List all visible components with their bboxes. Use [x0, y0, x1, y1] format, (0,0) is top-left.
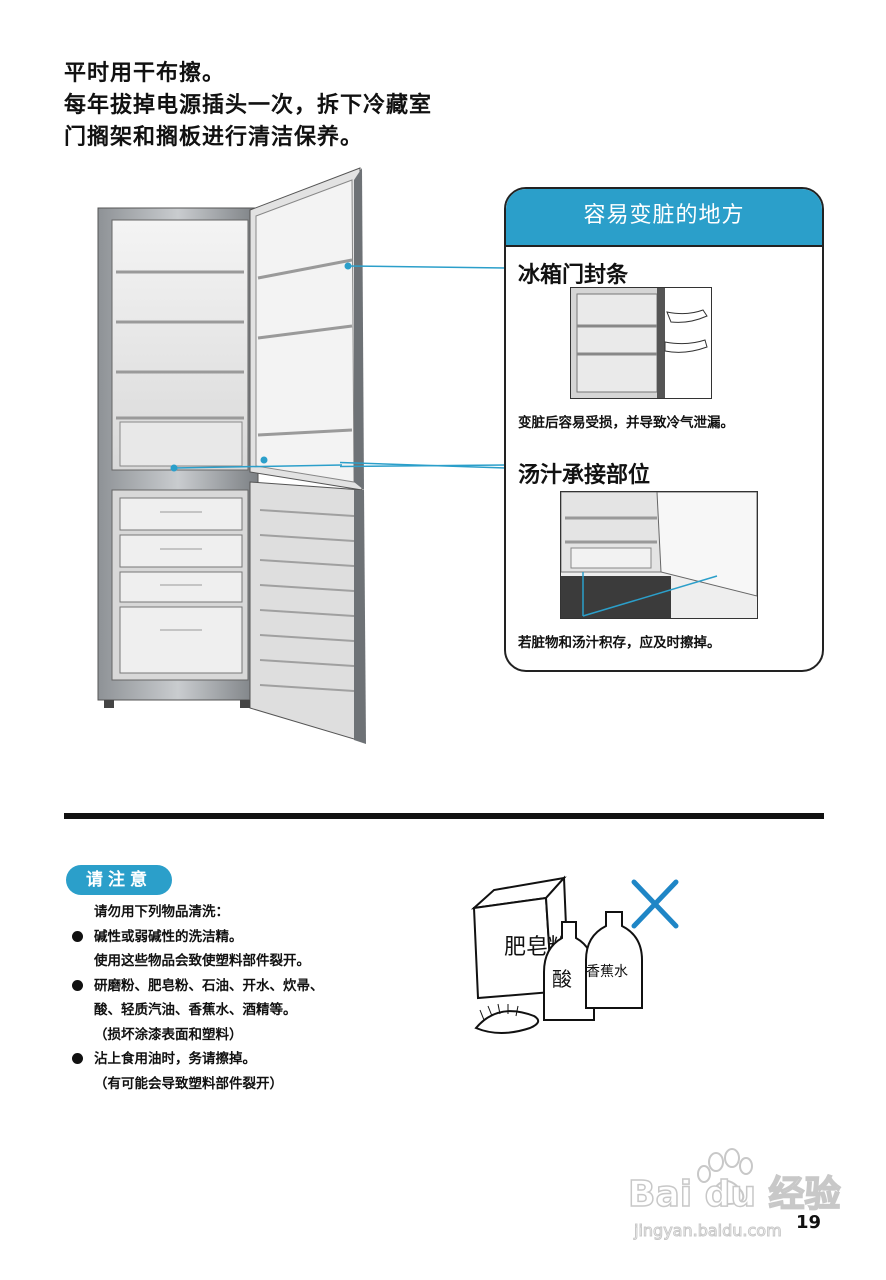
watermark-url: jingyan.baidu.com — [633, 1221, 782, 1240]
notice-list: 请勿用下列物品清洗： 碱性或弱碱性的洗洁精。 使用这些物品会致使塑料部件裂开。 … — [72, 900, 324, 1096]
list-item: 碱性或弱碱性的洗洁精。 — [72, 925, 324, 950]
list-item: 研磨粉、肥皂粉、石油、开水、炊帚、 — [72, 974, 324, 999]
bottle-label-2: 香蕉水 — [586, 964, 628, 980]
intro-line: 平时用干布擦。 — [64, 61, 226, 86]
drip-area-photo — [560, 491, 758, 619]
page-number: 19 — [796, 1212, 822, 1233]
intro-line: 门搁架和搁板进行清洁保养。 — [64, 125, 364, 150]
list-item: （损坏涂漆表面和塑料） — [94, 1026, 243, 1043]
list-item: 使用这些物品会致使塑料部件裂开。 — [94, 953, 310, 969]
section-divider — [64, 813, 824, 819]
bullet-icon — [72, 1053, 83, 1064]
leader-lines-left — [173, 464, 342, 469]
list-item: 酸、轻质汽油、香蕉水、酒精等。 — [94, 1002, 297, 1018]
baidu-watermark: Bai du 经验 jingyan.baidu.com — [627, 1148, 858, 1248]
baidu-paw-logo-icon: Bai du 经验 jingyan.baidu.com — [627, 1148, 841, 1241]
watermark-brand: Bai du 经验 — [628, 1174, 841, 1215]
intro-line: 每年拔掉电源插头一次，拆下冷藏室 — [64, 93, 433, 118]
bullet-icon — [72, 979, 83, 991]
list-item: 沾上食用油时，务请擦掉。 — [72, 1047, 324, 1072]
door-seal-photo — [570, 287, 712, 399]
prohibited-cross-icon — [631, 879, 679, 929]
notice-intro: 请勿用下列物品清洗： — [94, 904, 229, 920]
dirty-spots-panel: 容易变脏的地方 冰箱门封条 变脏后容易受损，并导致冷气泄漏。 汤汁承接部位 若脏… — [504, 187, 824, 672]
fridge-illustration — [97, 167, 366, 744]
spot-title-drip-area: 汤汁承接部位 — [518, 463, 651, 488]
spot-title-door-seal: 冰箱门封条 — [518, 263, 629, 288]
spot-note-door-seal: 变脏后容易受损，并导致冷气泄漏。 — [518, 415, 734, 431]
spot-note-drip-area: 若脏物和汤汁积存，应及时擦掉。 — [518, 635, 721, 651]
prohibited-cleaners-illustration: 肥皂粉 酸 香蕉水 — [470, 875, 679, 1034]
notice-badge: 请注意 — [66, 865, 172, 895]
list-item: （有可能会导致塑料部件裂开） — [94, 1075, 283, 1092]
intro-text: 平时用干布擦。 每年拔掉电源插头一次，拆下冷藏室 门搁架和搁板进行清洁保养。 — [64, 58, 432, 154]
bullet-icon — [72, 930, 83, 942]
bottle-label-1: 酸 — [552, 967, 572, 991]
panel-title: 容易变脏的地方 — [506, 189, 822, 247]
leader-lines — [340, 265, 507, 469]
